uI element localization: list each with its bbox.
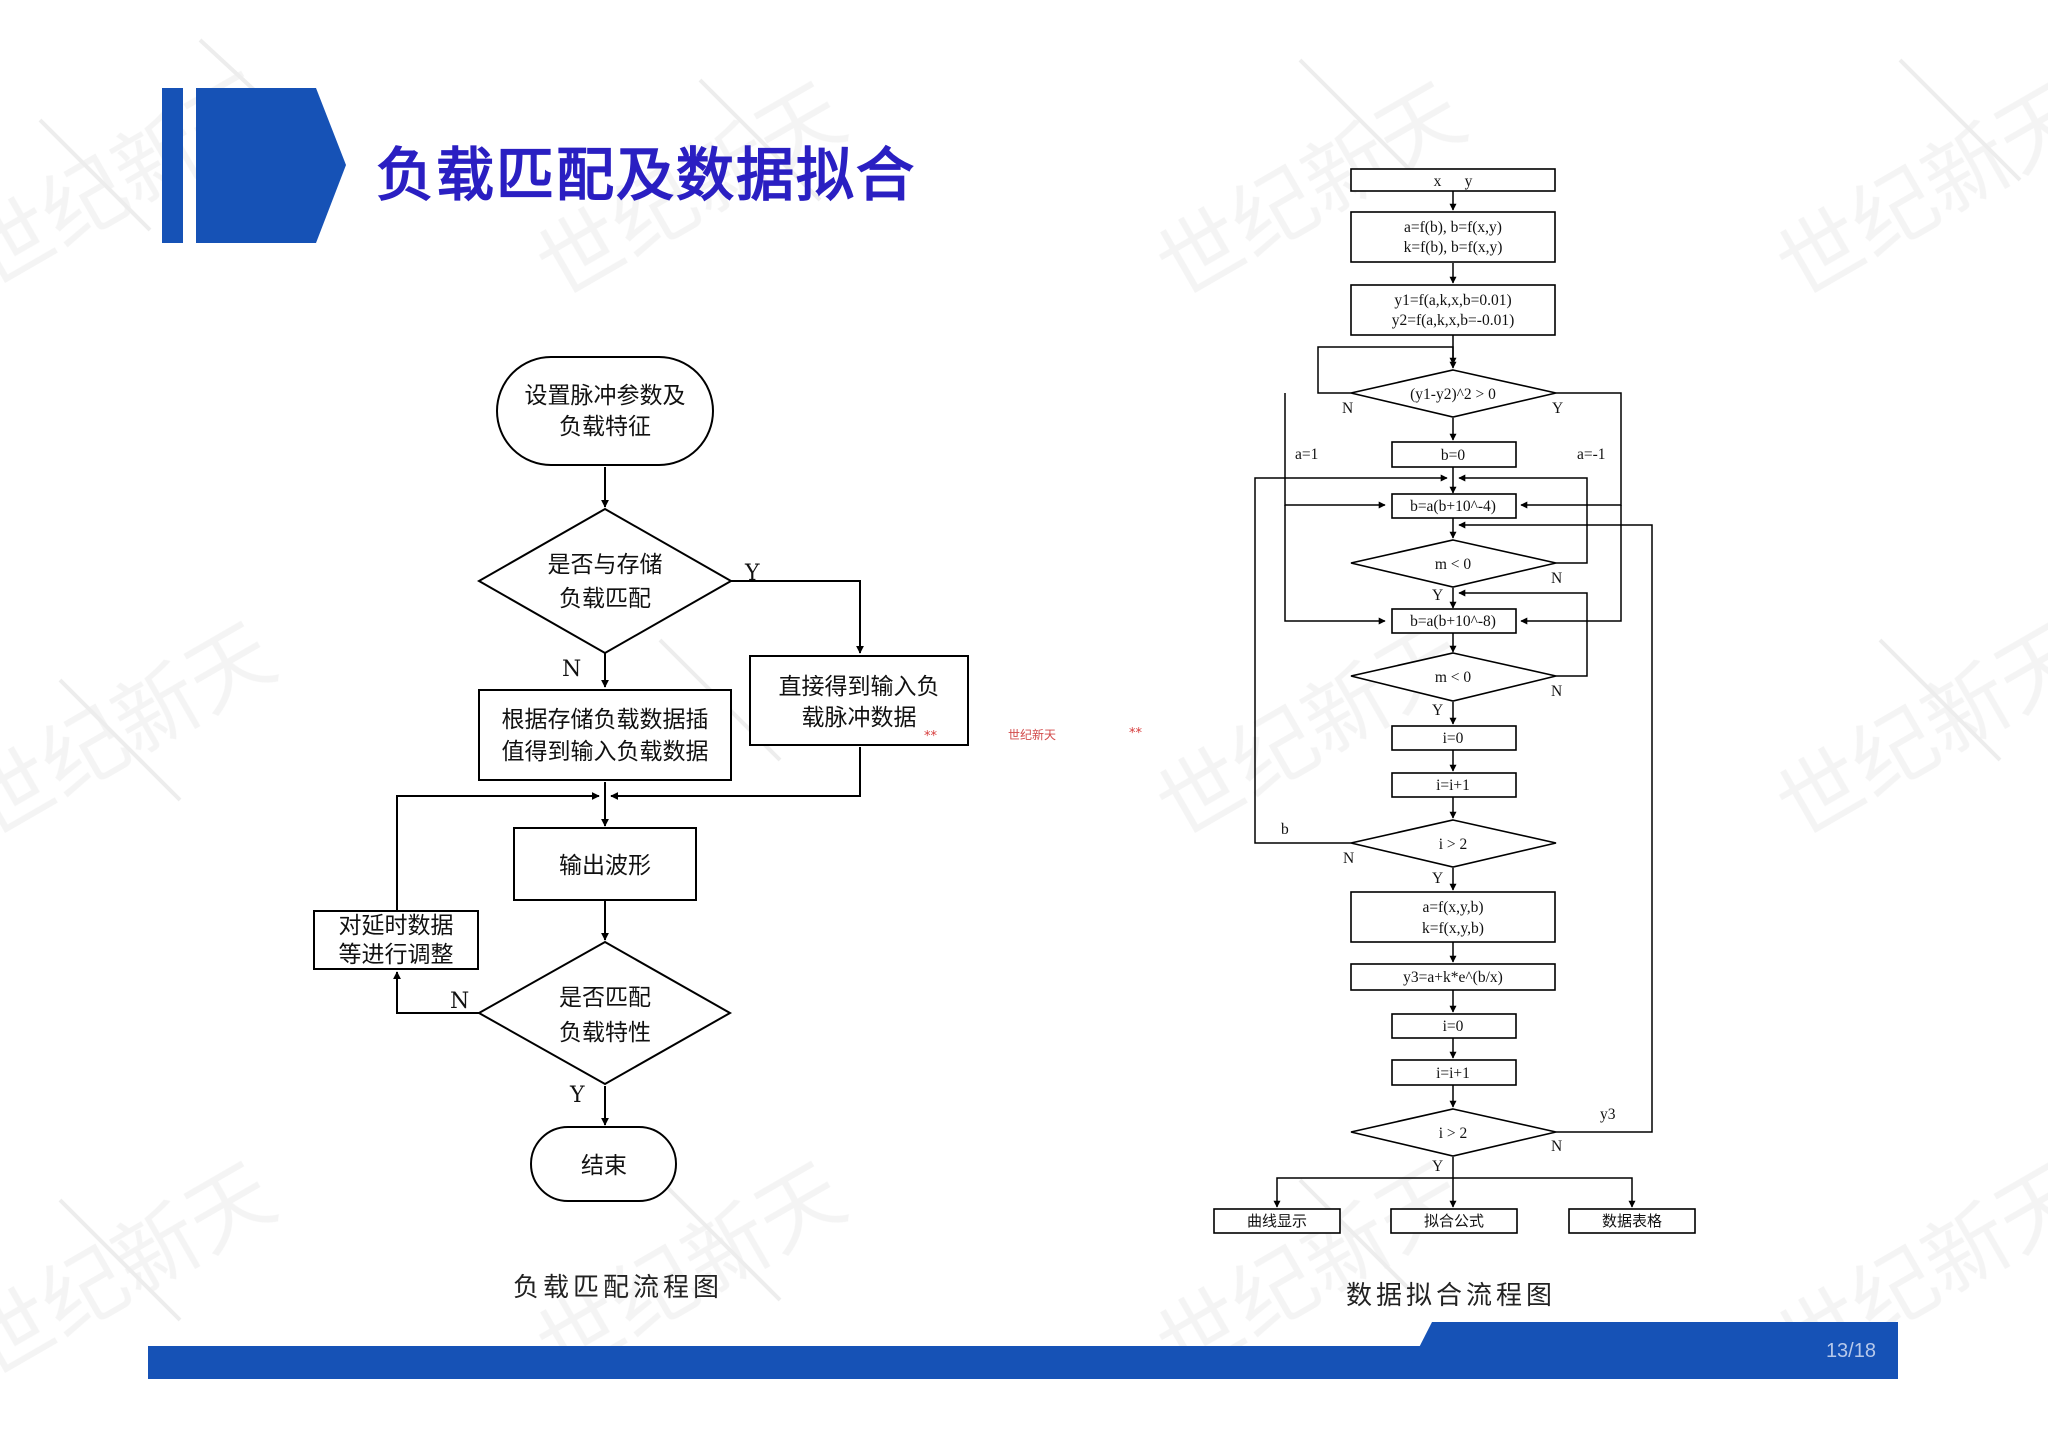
box-xy [1350,168,1556,192]
page-number: 13/18 [1825,1340,1876,1362]
decision-i1-text: i > 2 [1439,836,1468,853]
stamp-marks: ** [924,729,938,744]
box-i0a-text: i=0 [1443,730,1464,747]
label-no: N [1342,400,1353,417]
box-b0-text: b=0 [1441,447,1465,464]
box-akf-line1: a=f(x,y,b) [1422,899,1483,916]
start-line1: 设置脉冲参数及 [525,383,686,409]
process-output-waveform [513,827,697,901]
label-no: N [1551,683,1562,700]
direct-line1: 直接得到输入负 [779,674,940,700]
decision-i2-text: i > 2 [1439,1125,1468,1142]
label-no: N [450,989,469,1014]
box-ii1b [1391,1059,1517,1086]
box-b8 [1391,608,1517,634]
output-formula-text: 拟合公式 [1424,1212,1484,1230]
flowchart-load-matching: 设置脉冲参数及 负载特征 是否与存储 负载匹配 根据存储负载数据插 值得到输入负… [313,356,969,1202]
label-yes: Y [569,1083,585,1108]
box-ab [1350,211,1556,263]
label-yes: Y [1432,702,1443,719]
decision-m2-text: m < 0 [1435,669,1472,686]
adjust-line1: 对延时数据 [339,913,454,939]
output-table [1568,1208,1696,1234]
start-line2: 负载特征 [559,414,651,440]
label-yes: Y [1432,587,1443,604]
label-yes: Y [1552,400,1563,417]
start-terminator [496,356,714,466]
output-label: 输出波形 [559,853,651,879]
direct-line2: 载脉冲数据 [802,705,917,731]
box-y12-line2: y2=f(a,k,x,b=-0.01) [1392,312,1515,329]
output-curve [1213,1208,1341,1234]
label-a1: a=1 [1295,446,1318,463]
decision-i1 [1350,819,1557,868]
label-yes: Y [1432,870,1443,887]
process-direct [749,655,969,746]
caption-data-fitting: 数据拟合流程图 [1346,1281,1557,1311]
decision-store-line2: 负载匹配 [559,586,651,612]
label-no: N [1551,1138,1562,1155]
box-y12 [1350,284,1556,336]
output-curve-text: 曲线显示 [1247,1212,1307,1230]
box-b8-text: b=a(b+10^-8) [1410,613,1496,630]
decision-match-line2: 负载特性 [559,1020,651,1046]
box-y12-line1: y1=f(a,k,x,b=0.01) [1394,292,1511,309]
interp-line2: 值得到输入负载数据 [502,739,709,765]
interp-line1: 根据存储负载数据插 [502,707,709,733]
box-y3 [1350,963,1556,991]
box-akf-line2: k=f(x,y,b) [1422,920,1484,937]
stamp-marks: ** [1129,726,1142,741]
decision-load-match [476,940,733,1086]
box-ab-line2: k=f(b), b=f(x,y) [1404,239,1503,256]
decision-store-match [476,507,734,655]
box-i0a [1391,725,1517,751]
title-bar-shape [162,88,346,243]
output-formula [1390,1208,1518,1234]
adjust-line2: 等进行调整 [339,942,454,968]
box-y3-text: y3=a+k*e^(b/x) [1403,969,1503,986]
end-terminator [530,1126,677,1202]
box-ii1a [1391,772,1517,798]
decision-y1y2-text: (y1-y2)^2 > 0 [1410,386,1496,403]
box-akf [1350,891,1556,943]
box-b0 [1391,441,1517,468]
slide-title: 负载匹配及数据拟合 [376,141,917,209]
label-yes: Y [744,561,760,586]
box-i0b-text: i=0 [1443,1018,1464,1035]
process-adjust [313,910,479,970]
decision-y1y2 [1350,369,1557,418]
box-xy-text: x y [1434,173,1473,190]
decision-m1-text: m < 0 [1435,556,1472,573]
decision-m1 [1350,539,1557,588]
label-no: N [562,657,581,682]
label-y3: y3 [1600,1106,1616,1123]
decision-match-line1: 是否匹配 [559,985,651,1011]
box-ii1a-text: i=i+1 [1436,777,1470,794]
decision-store-line1: 是否与存储 [548,552,663,578]
output-table-text: 数据表格 [1602,1212,1662,1230]
label-a-minus1: a=-1 [1577,446,1606,463]
label-yes: Y [1432,1158,1443,1175]
decision-m2 [1350,652,1557,702]
box-ii1b-text: i=i+1 [1436,1065,1470,1082]
caption-load-matching: 负载匹配流程图 [513,1273,724,1303]
box-ab-line1: a=f(b), b=f(x,y) [1404,219,1502,236]
decision-i2 [1350,1108,1557,1157]
label-b: b [1281,821,1289,838]
box-b4-text: b=a(b+10^-4) [1410,498,1496,515]
label-no: N [1551,570,1562,587]
box-b4 [1391,493,1517,519]
process-interpolate [478,689,732,781]
label-no: N [1343,850,1354,867]
box-i0b [1391,1013,1517,1039]
end-label: 结束 [581,1153,627,1179]
stamp-text: 世纪新天 [1008,728,1057,742]
